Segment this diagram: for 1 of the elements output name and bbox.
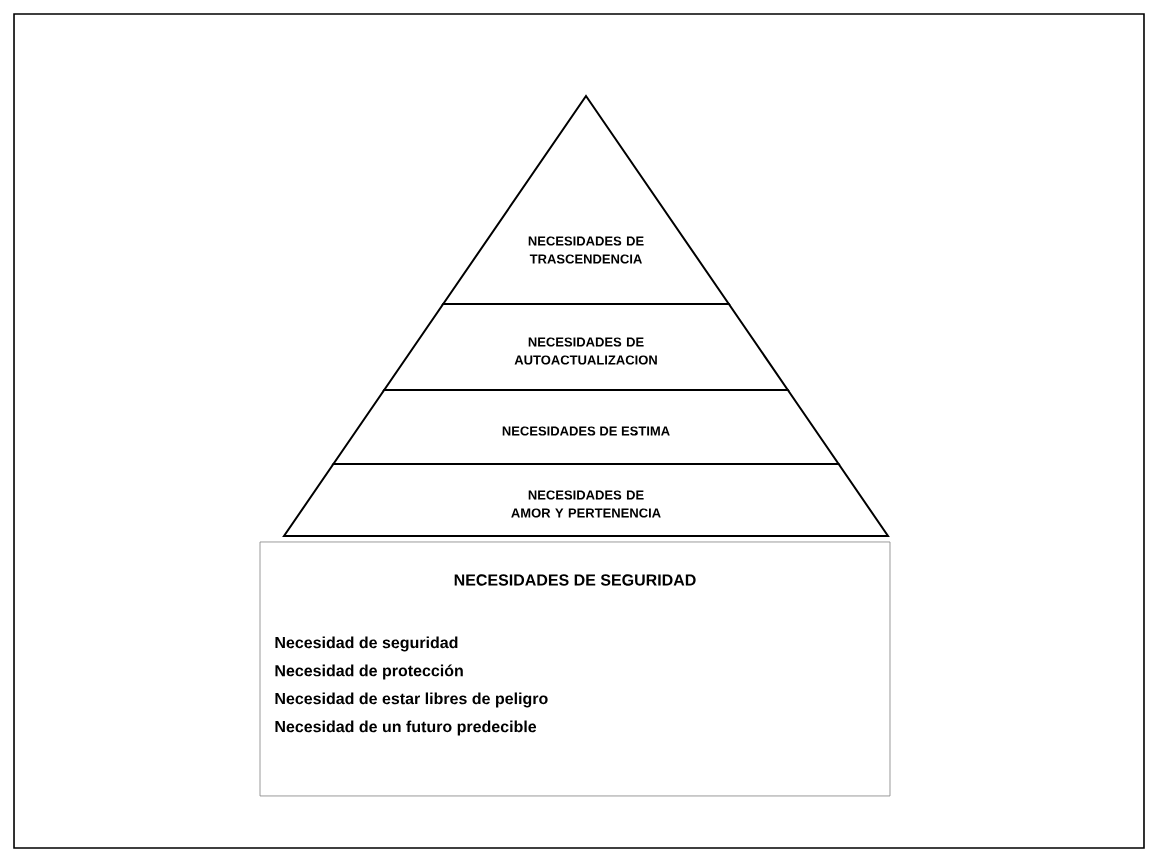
text-box: NECESIDADES DE SEGURIDAD Necesidad de seguridad Necesidad de protección Necesidad de estar libres de peligro Necesidad de un futuro predecible	[259, 541, 891, 797]
